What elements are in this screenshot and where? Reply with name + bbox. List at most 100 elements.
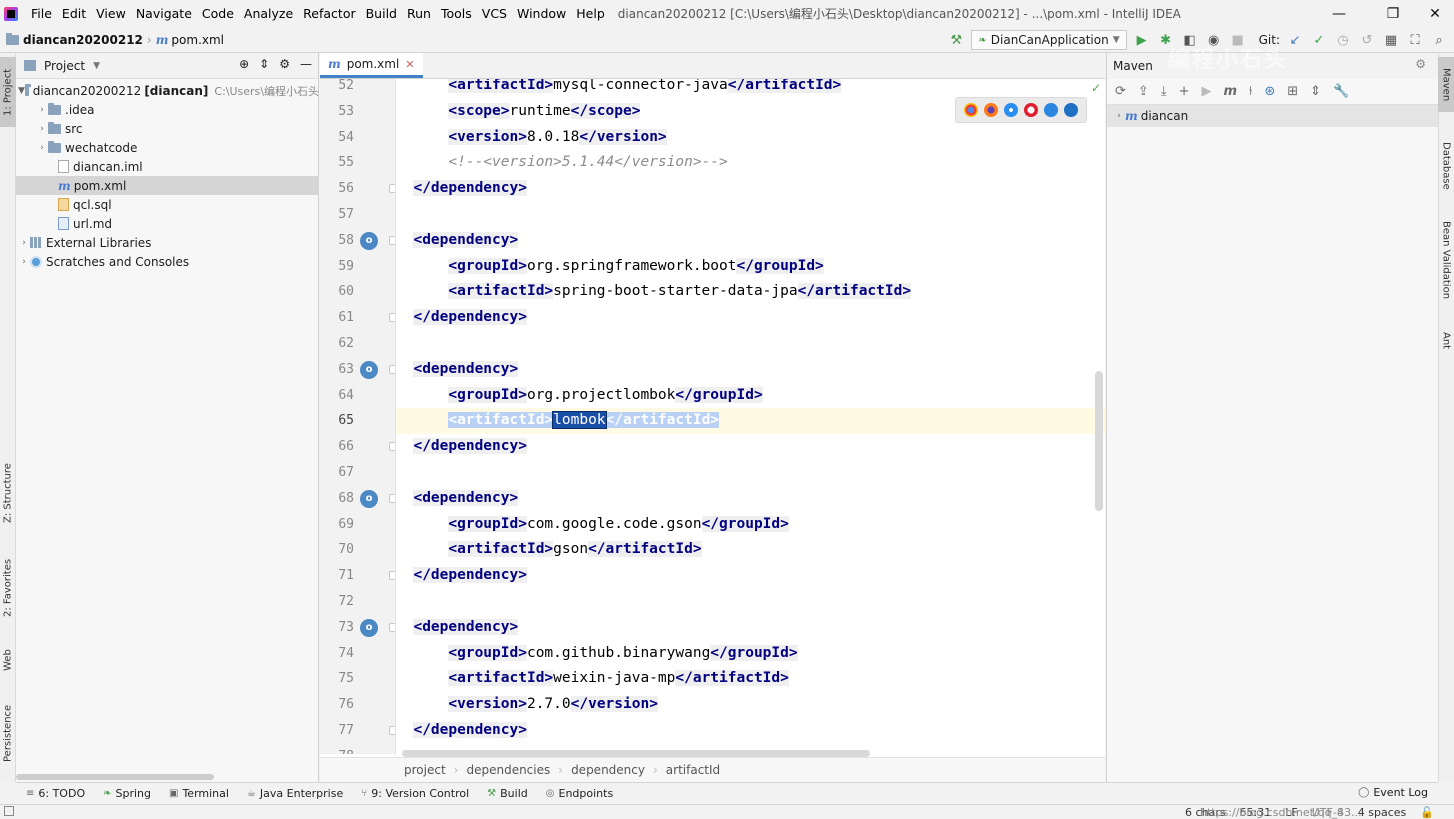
restore-button[interactable]: ❐ — [1386, 5, 1400, 22]
tree-item-src[interactable]: › src — [16, 119, 319, 138]
breadcrumb-dependency[interactable]: dependency — [571, 763, 645, 777]
profile-icon[interactable]: ◉ — [1207, 32, 1220, 48]
fold-marker-icon[interactable] — [389, 364, 395, 374]
gear-icon[interactable]: ⚙ — [1415, 57, 1426, 71]
breadcrumb-project[interactable]: project — [404, 763, 446, 777]
code-line[interactable]: </dependency> — [413, 438, 527, 455]
tab-web-tool[interactable]: Web — [2, 649, 14, 672]
tool-build[interactable]: ⚒Build — [487, 787, 528, 800]
debug-icon[interactable]: ✱ — [1160, 32, 1172, 48]
tree-item-idea[interactable]: › .idea — [16, 100, 319, 119]
line-separator[interactable]: LF — [1285, 805, 1298, 819]
code-line[interactable]: </dependency> — [413, 722, 527, 738]
menu-refactor[interactable]: Refactor — [303, 6, 356, 21]
fold-marker-icon[interactable] — [389, 622, 395, 632]
tab-structure-tool[interactable]: Z: Structure — [2, 463, 14, 523]
code-line[interactable]: <groupId>org.projectlombok</groupId> — [448, 386, 763, 403]
code-line[interactable]: <!--<version>5.1.44</version>--> — [448, 154, 728, 171]
breadcrumb-artifactid[interactable]: artifactId — [665, 763, 721, 777]
event-log-button[interactable]: ◯ Event Log — [1358, 786, 1428, 799]
maven-project-diancan[interactable]: › m diancan — [1107, 105, 1438, 127]
menu-help[interactable]: Help — [576, 6, 605, 21]
minimize-button[interactable]: — — [1332, 5, 1346, 22]
tree-item-qcl-sql[interactable]: qcl.sql — [16, 195, 319, 214]
inspection-ok-icon[interactable]: ✓ — [1090, 81, 1101, 95]
opera-icon[interactable] — [1024, 103, 1038, 117]
code-line[interactable]: <artifactId>mysql-connector-java</artifa… — [448, 79, 842, 93]
breadcrumb-dependencies[interactable]: dependencies — [466, 763, 551, 777]
file-encoding[interactable]: UTF-8 — [1311, 805, 1344, 819]
toggle-offline-icon[interactable]: ⫮ — [1249, 84, 1253, 99]
tree-item-pom-xml[interactable]: m pom.xml — [16, 176, 319, 195]
git-update-icon[interactable]: ↙ — [1289, 32, 1301, 48]
tool-version-control[interactable]: ⑂9: Version Control — [361, 787, 470, 800]
tab-project-tool[interactable]: 1: Project — [0, 57, 16, 127]
skip-tests-icon[interactable]: ⊛ — [1264, 84, 1276, 99]
coverage-icon[interactable]: ◧ — [1183, 32, 1196, 48]
tab-bean-validation-tool[interactable]: Bean Validation — [1440, 221, 1452, 300]
code-line[interactable]: </dependency> — [413, 567, 527, 584]
locate-icon[interactable]: ⊕ — [239, 57, 250, 71]
code-line[interactable] — [396, 202, 1105, 228]
breadcrumb-project[interactable]: diancan20200212 — [6, 32, 143, 47]
chrome-icon[interactable] — [964, 103, 978, 117]
fold-marker-icon[interactable] — [389, 235, 395, 245]
tab-ant-tool[interactable]: Ant — [1440, 331, 1452, 350]
menu-build[interactable]: Build — [365, 6, 397, 21]
tool-terminal[interactable]: ▣Terminal — [169, 787, 229, 800]
tool-endpoints[interactable]: ◎Endpoints — [545, 787, 614, 800]
internet-explorer-icon[interactable] — [1044, 103, 1058, 117]
code-line[interactable]: <groupId>com.github.binarywang</groupId> — [448, 644, 798, 661]
code-line[interactable]: <dependency> — [413, 489, 519, 506]
chevron-down-icon[interactable]: ▼ — [18, 85, 25, 96]
menu-code[interactable]: Code — [201, 6, 234, 21]
code-line[interactable]: <dependency> — [413, 618, 519, 635]
hide-icon[interactable]: — — [300, 57, 312, 71]
code-line[interactable]: <dependency> — [413, 360, 519, 377]
dependency-update-icon[interactable]: o — [360, 489, 378, 508]
horizontal-scrollbar[interactable] — [16, 774, 214, 780]
chevron-down-icon[interactable]: ▼ — [93, 60, 100, 71]
code-line[interactable]: <scope>runtime</scope> — [448, 102, 641, 119]
menu-view[interactable]: View — [96, 6, 126, 21]
tree-item-wechatcode[interactable]: › wechatcode — [16, 138, 319, 157]
fold-marker-icon[interactable] — [389, 493, 395, 503]
reload-icon[interactable]: ⟳ — [1115, 84, 1126, 99]
git-rollback-icon[interactable]: ↺ — [1361, 32, 1373, 48]
code-line[interactable]: <artifactId>spring-boot-starter-data-jpa… — [448, 283, 912, 300]
gear-icon[interactable]: ⚙ — [279, 57, 290, 71]
add-icon[interactable]: + — [1178, 84, 1190, 99]
tab-pom-xml[interactable]: m pom.xml ✕ — [320, 53, 423, 78]
code-line[interactable]: <version>8.0.18</version> — [448, 128, 667, 145]
breadcrumb-file[interactable]: m pom.xml — [155, 32, 225, 47]
collapse-all-icon[interactable]: ⇕ — [1310, 84, 1322, 99]
edge-icon[interactable] — [1064, 103, 1078, 117]
menu-analyze[interactable]: Analyze — [243, 6, 294, 21]
download-icon[interactable]: ⤓ — [1160, 84, 1167, 99]
menu-window[interactable]: Window — [516, 6, 567, 21]
search-icon[interactable]: ⌕ — [1435, 32, 1443, 48]
fold-marker-icon[interactable] — [389, 726, 395, 735]
tree-item-external-libraries[interactable]: › External Libraries — [16, 233, 319, 252]
chevron-right-icon[interactable]: › — [40, 142, 44, 153]
git-history-icon[interactable]: ◷ — [1337, 32, 1349, 48]
wrench-icon[interactable]: 🔧 — [1333, 84, 1350, 99]
menu-edit[interactable]: Edit — [61, 6, 87, 21]
code-line[interactable]: </dependency> — [413, 180, 527, 197]
generate-sources-icon[interactable]: ⇪ — [1137, 84, 1149, 99]
dependency-update-icon[interactable]: o — [360, 618, 378, 637]
tab-persistence-tool[interactable]: Persistence — [2, 704, 14, 762]
code-line-current[interactable]: <artifactId>lombok</artifactId> — [396, 408, 1105, 435]
build-hammer-icon[interactable]: ⚒ — [950, 32, 963, 48]
tree-item-scratches[interactable]: › Scratches and Consoles — [16, 252, 319, 271]
tree-item-project-root[interactable]: ▼ diancan20200212 [diancan] C:\Users\编程小… — [18, 83, 319, 98]
vertical-scrollbar[interactable] — [1095, 371, 1103, 511]
firefox-icon[interactable] — [984, 103, 998, 117]
git-commit-icon[interactable]: ✓ — [1313, 32, 1325, 48]
fold-marker-icon[interactable] — [389, 184, 395, 194]
lock-icon[interactable]: 🔓 — [1420, 805, 1434, 819]
tool-java-enterprise[interactable]: ☕Java Enterprise — [246, 787, 344, 800]
run-icon[interactable]: ▶ — [1201, 84, 1212, 99]
show-dependencies-icon[interactable]: ⊞ — [1287, 84, 1299, 99]
presentation-icon[interactable]: ⛶ — [1410, 32, 1420, 48]
